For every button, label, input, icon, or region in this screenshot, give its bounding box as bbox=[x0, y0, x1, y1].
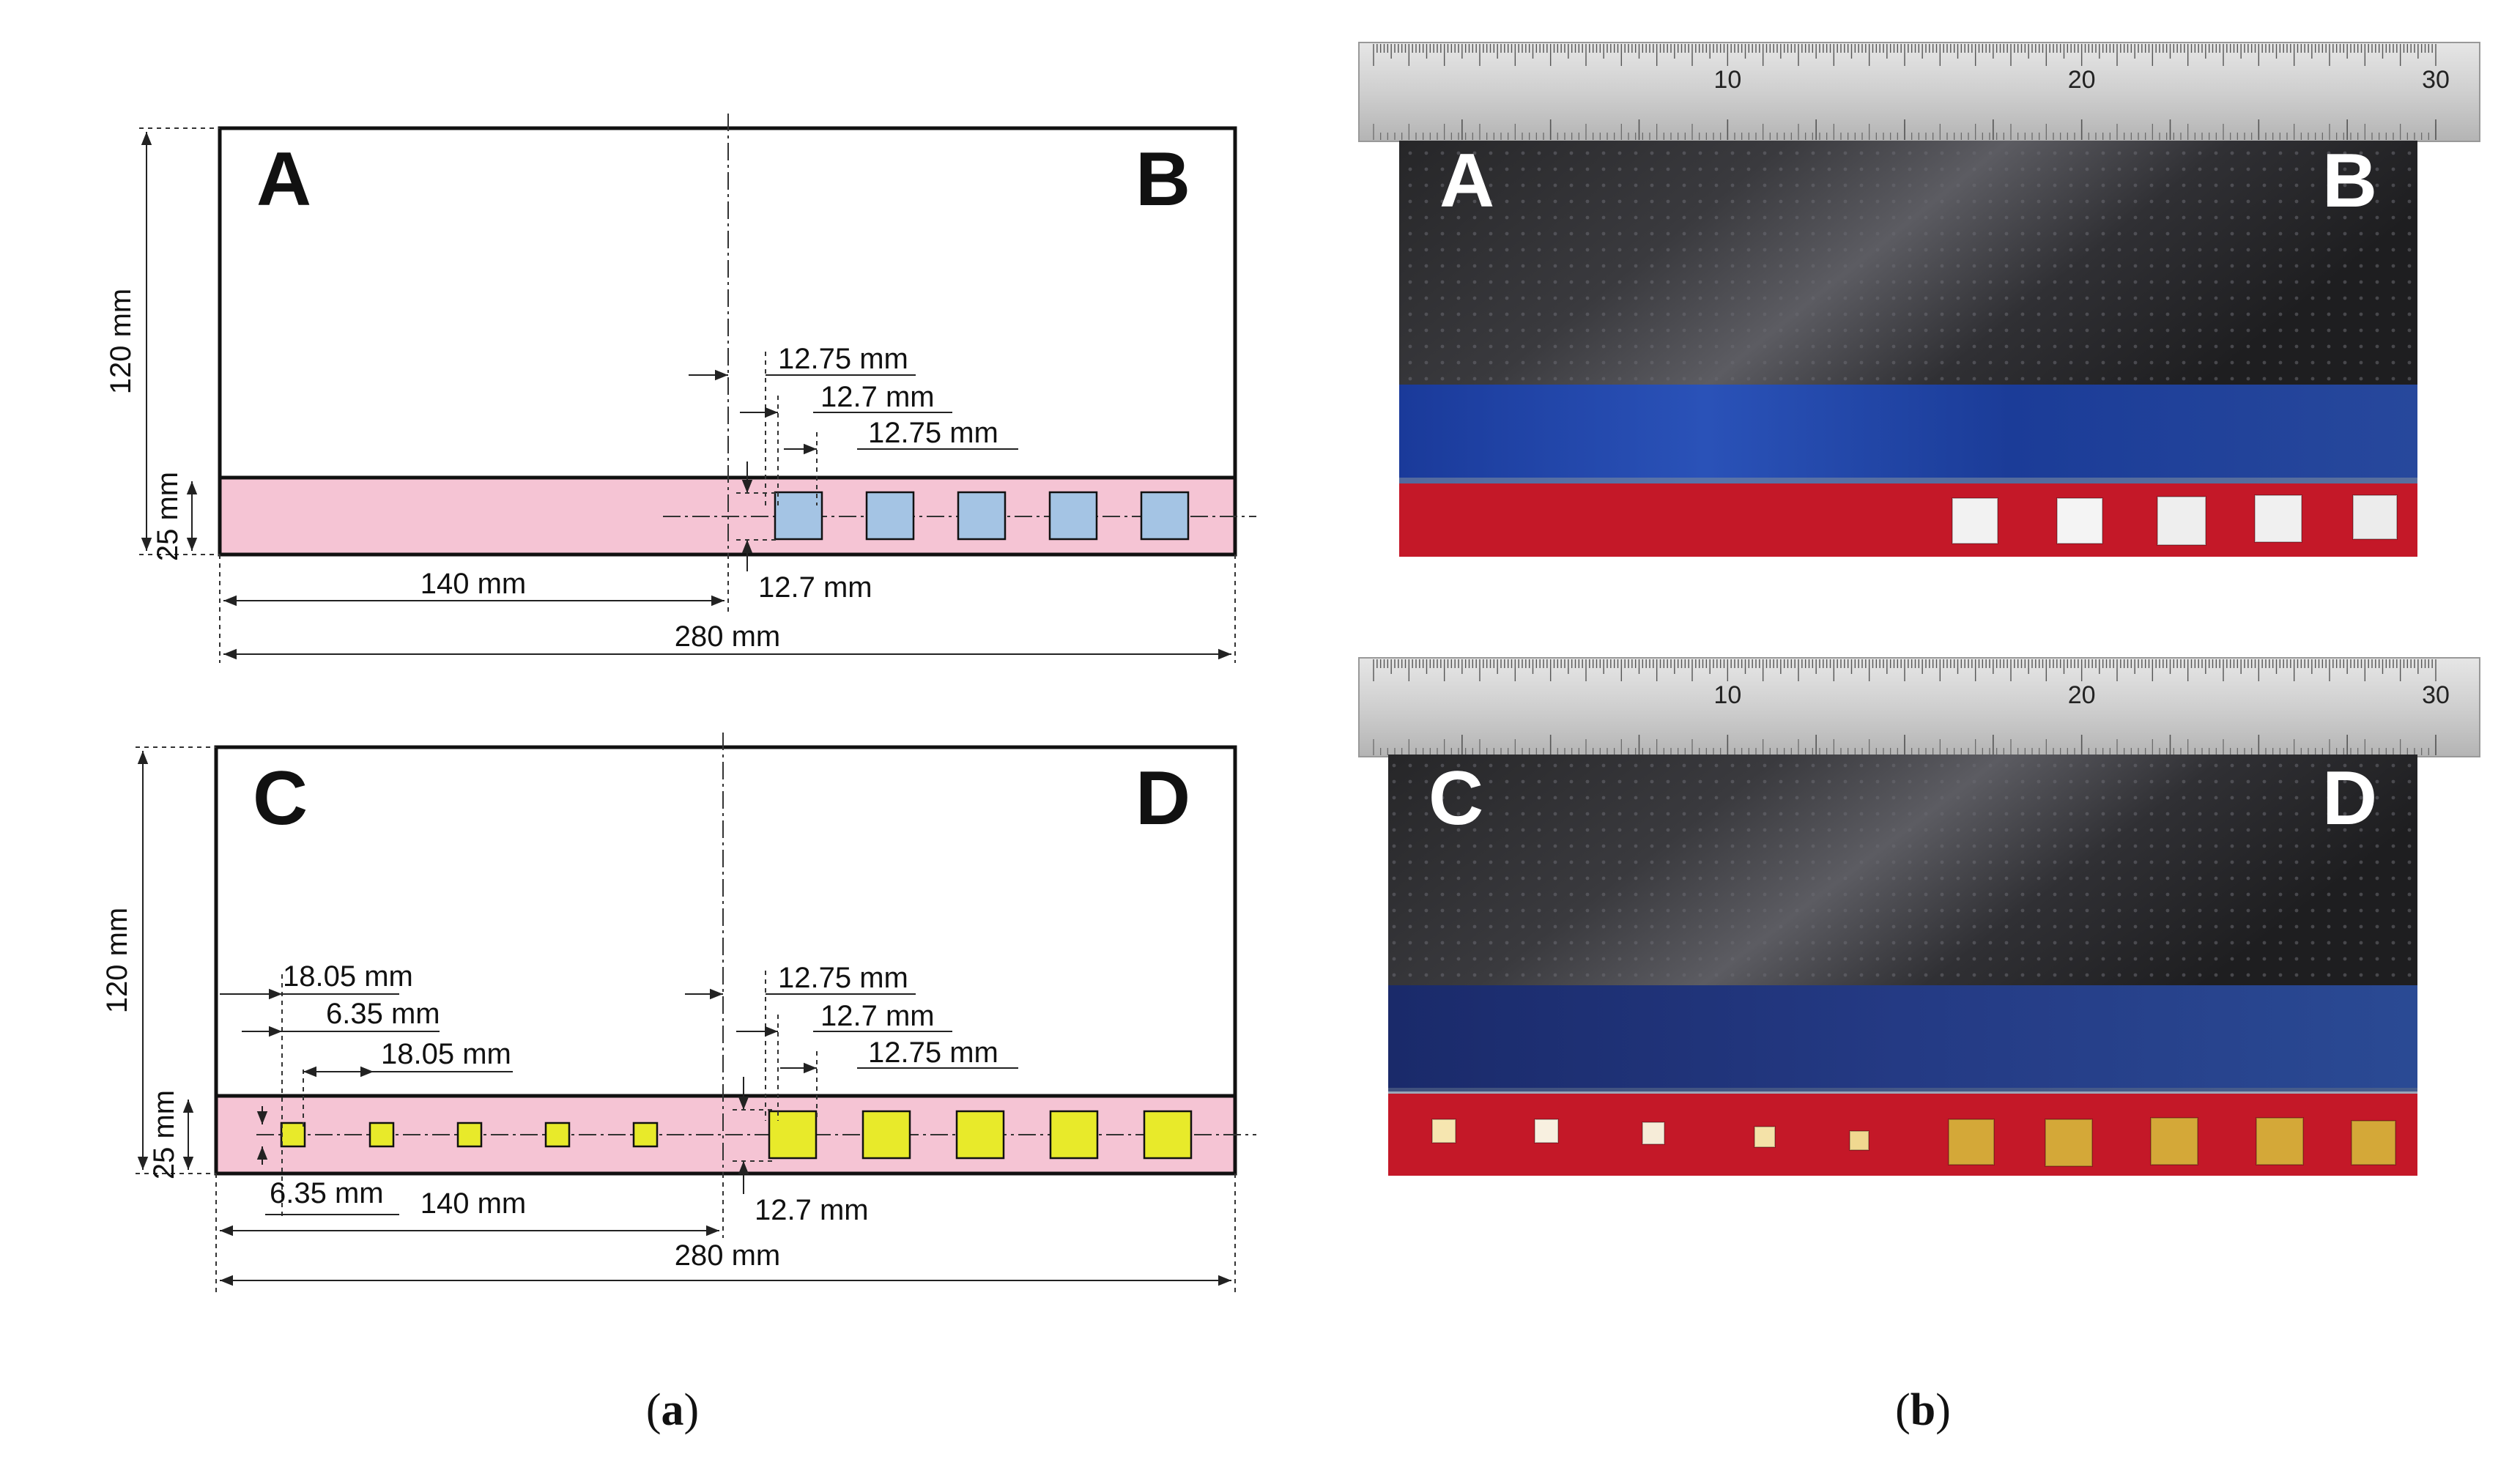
blue-tape-top bbox=[1399, 385, 2417, 483]
caption-a-letter: a bbox=[662, 1385, 684, 1435]
photo-corner-label-a: A bbox=[1439, 138, 1494, 223]
ruler-major-label: 20 bbox=[2068, 66, 2096, 94]
left-dim-label-1: 18.05 mm bbox=[283, 960, 413, 993]
bonded-pad bbox=[544, 1122, 571, 1148]
left-dim-label-3: 18.05 mm bbox=[381, 1038, 511, 1070]
bonded-pad bbox=[280, 1122, 306, 1148]
bonded-pad bbox=[632, 1122, 659, 1148]
pad-height-label-top: 12.7 mm bbox=[758, 571, 872, 604]
bonded-pad bbox=[1140, 491, 1190, 541]
ruler-bottom: 10 20 30 bbox=[1358, 657, 2480, 757]
left-bottom-dim-label: 6.35 mm bbox=[270, 1177, 384, 1209]
blue-tape-bottom bbox=[1388, 985, 2417, 1091]
bonded-pad bbox=[768, 1110, 818, 1160]
ruler-major-label: 10 bbox=[1713, 681, 1741, 709]
bonded-pad bbox=[368, 1122, 395, 1148]
photo-corner-label-b: B bbox=[2322, 138, 2377, 223]
corner-label-a: A bbox=[256, 137, 311, 222]
height-label-bottom: 120 mm bbox=[101, 908, 133, 1014]
caption-a: (a) bbox=[646, 1385, 699, 1435]
photo-pad bbox=[2256, 1117, 2304, 1165]
photo-pad bbox=[1952, 497, 1998, 544]
corner-label-c: C bbox=[253, 756, 308, 841]
photo-pad bbox=[2352, 494, 2398, 540]
photo-pad bbox=[1534, 1119, 1559, 1143]
bonded-pad bbox=[1048, 491, 1098, 541]
dim-label-3-bottom: 12.75 mm bbox=[868, 1037, 998, 1069]
photo-pad bbox=[1849, 1130, 1869, 1151]
red-tape-top bbox=[1399, 483, 2417, 557]
photo-pad bbox=[1431, 1119, 1456, 1143]
bonded-pad bbox=[957, 491, 1007, 541]
pads-row-bottom-large bbox=[768, 1110, 1193, 1160]
caption-b-letter: b bbox=[1911, 1385, 1935, 1435]
ruler-major-label: 10 bbox=[1713, 66, 1741, 94]
bonded-pad bbox=[865, 491, 915, 541]
dim-label-2-top: 12.7 mm bbox=[820, 381, 935, 413]
bonded-pad bbox=[456, 1122, 483, 1148]
photo-pad bbox=[2150, 1117, 2198, 1165]
strip-height-label-top: 25 mm bbox=[152, 472, 184, 561]
schematic-top: A B 120 mm 25 mm 12.75 mm 12.7 mm 12.75 … bbox=[105, 114, 1256, 663]
photo-pad bbox=[2045, 1119, 2093, 1167]
ruler-major-label: 20 bbox=[2068, 681, 2096, 709]
corner-label-d: D bbox=[1135, 756, 1190, 841]
ruler-major-label: 30 bbox=[2422, 66, 2450, 94]
dim-label-1-bottom: 12.75 mm bbox=[778, 962, 908, 994]
pad-height-label-bottom: 12.7 mm bbox=[755, 1194, 869, 1226]
ruler-body bbox=[1358, 42, 2480, 142]
ruler-major-label: 30 bbox=[2422, 681, 2450, 709]
photo-pad bbox=[2056, 497, 2103, 544]
photo-pad bbox=[2157, 496, 2206, 546]
red-tape-bottom bbox=[1388, 1094, 2417, 1176]
half-length-label-top: 140 mm bbox=[420, 568, 527, 600]
photo-bottom: 10 20 30 C D bbox=[1358, 657, 2480, 1176]
photo-pad bbox=[1948, 1119, 1995, 1165]
full-length-label-top: 280 mm bbox=[675, 620, 781, 653]
height-label-top: 120 mm bbox=[105, 289, 137, 395]
dim-label-3-top: 12.75 mm bbox=[868, 417, 998, 449]
photo-corner-label-d: D bbox=[2322, 756, 2377, 841]
bonded-pad bbox=[1143, 1110, 1193, 1160]
caption-b: (b) bbox=[1895, 1385, 1951, 1435]
bonded-pad bbox=[774, 491, 823, 541]
dim-label-2-bottom: 12.7 mm bbox=[820, 1000, 935, 1032]
pads-row-bottom-small bbox=[280, 1122, 659, 1148]
full-length-label-bottom: 280 mm bbox=[675, 1239, 781, 1272]
photo-pads-bottom bbox=[1431, 1117, 2396, 1167]
strip-height-label-bottom: 25 mm bbox=[148, 1090, 180, 1179]
ruler-body bbox=[1358, 657, 2480, 757]
bonded-pad bbox=[861, 1110, 911, 1160]
photo-pads-top bbox=[1952, 494, 2398, 546]
ruler-top: 10 20 30 bbox=[1358, 42, 2480, 142]
corner-label-b: B bbox=[1135, 137, 1190, 222]
left-dim-label-2: 6.35 mm bbox=[326, 998, 440, 1030]
dim-label-1-top: 12.75 mm bbox=[778, 343, 908, 375]
half-length-label-bottom: 140 mm bbox=[420, 1187, 527, 1220]
photo-pad bbox=[1754, 1126, 1776, 1148]
pads-row-top bbox=[774, 491, 1190, 541]
schematic-bottom: C D 120 mm 25 mm 18.05 mm 6.35 mm 18.05 … bbox=[101, 733, 1256, 1293]
photo-corner-label-c: C bbox=[1428, 756, 1483, 841]
photo-top: 10 20 30 A B bbox=[1326, 37, 2480, 564]
photo-pad bbox=[2254, 494, 2302, 543]
photo-pad bbox=[2351, 1120, 2396, 1165]
bonded-pad bbox=[1049, 1110, 1099, 1160]
bonded-pad bbox=[955, 1110, 1005, 1160]
photo-pad bbox=[1642, 1122, 1665, 1145]
